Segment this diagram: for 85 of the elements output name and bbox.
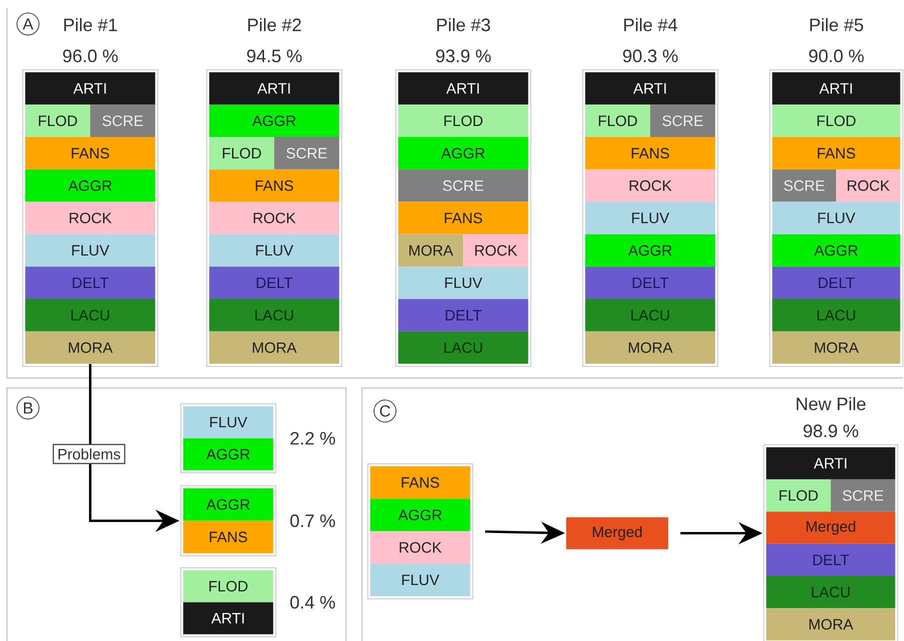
percentage-label: 0.7 % [290, 514, 336, 528]
edge-label: Problems [52, 444, 126, 464]
facies-cell: LACU [398, 331, 528, 364]
facies-cell: ARTI [183, 602, 274, 634]
facies-cell: FLOD [766, 479, 831, 512]
facies-cell: FANS [209, 169, 340, 202]
facies-cell: FLUV [370, 564, 470, 596]
facies-cell: FLUV [25, 234, 156, 267]
facies-cell: MORA [585, 331, 716, 364]
facies-cell: MORA [398, 234, 464, 267]
facies-cell: MORA [25, 331, 156, 364]
facies-cell: ROCK [836, 169, 900, 202]
cell-stack [180, 404, 276, 474]
facies-cell: SCRE [830, 479, 896, 512]
facies-cell: SCRE [772, 169, 836, 202]
pile-heading: Pile #4 90.3 % [623, 18, 678, 62]
facies-cell: AGGR [183, 488, 274, 521]
merged-box: Merged [566, 517, 668, 550]
facies-cell: ARTI [772, 72, 900, 105]
panel-letter: B [16, 396, 40, 420]
facies-cell: ROCK [25, 202, 156, 234]
facies-cell: FANS [772, 137, 900, 170]
facies-cell: DELT [209, 266, 340, 299]
facies-cell: SCRE [90, 104, 156, 137]
pile-heading: Pile #1 96.0 % [63, 18, 118, 62]
pile-heading: New Pile 98.9 % [796, 397, 866, 438]
facies-cell: LACU [25, 299, 156, 332]
panel-letter: C [374, 400, 396, 422]
facies-cell: SCRE [650, 104, 716, 137]
facies-cell: DELT [25, 266, 156, 299]
facies-cell: FLUV [183, 406, 274, 438]
facies-cell: DELT [398, 299, 528, 332]
facies-cell: DELT [766, 544, 896, 576]
facies-cell: SCRE [398, 169, 528, 202]
facies-cell: FLOD [183, 570, 274, 602]
facies-cell: MORA [766, 608, 896, 640]
facies-cell: FANS [370, 466, 470, 499]
facies-cell: FLOD [772, 104, 900, 137]
pile-heading: Pile #2 94.5 % [247, 18, 302, 62]
facies-cell: FANS [183, 520, 274, 554]
facies-cell: AGGR [209, 104, 340, 137]
facies-cell: LACU [772, 299, 900, 332]
cell-stack [368, 464, 474, 600]
facies-cell: AGGR [370, 498, 470, 532]
facies-cell: FLUV [772, 202, 900, 234]
facies-cell: FLOD [209, 137, 274, 170]
facies-cell: ROCK [463, 234, 528, 267]
facies-cell: LACU [585, 299, 716, 332]
facies-cell: FLOD [398, 104, 528, 137]
facies-cell: FLUV [209, 234, 340, 267]
facies-cell: FLOD [585, 104, 650, 137]
facies-cell: ARTI [398, 72, 528, 105]
panel-letter: A [16, 12, 40, 36]
facies-cell: ARTI [766, 447, 896, 480]
facies-cell: FANS [25, 137, 156, 170]
facies-cell: FLUV [398, 266, 528, 299]
facies-cell: AGGR [772, 234, 900, 267]
facies-cell: FLOD [25, 104, 90, 137]
facies-cell: ARTI [209, 72, 340, 105]
facies-cell: AGGR [398, 137, 528, 170]
facies-cell: DELT [772, 266, 900, 299]
facies-cell: SCRE [274, 137, 340, 170]
facies-cell: Merged [766, 512, 896, 544]
cell-stack [180, 568, 276, 638]
pile-heading: Pile #5 90.0 % [809, 18, 864, 62]
facies-cell: AGGR [25, 169, 156, 202]
facies-cell: LACU [766, 576, 896, 608]
facies-cell: ROCK [370, 531, 470, 564]
percentage-label: 0.4 % [290, 596, 336, 609]
facies-cell: MORA [209, 331, 340, 364]
facies-cell: ROCK [585, 169, 716, 202]
facies-cell: FANS [585, 137, 716, 170]
cell-stack [180, 486, 276, 556]
facies-cell: LACU [209, 299, 340, 332]
facies-cell: DELT [585, 266, 716, 299]
facies-cell: ROCK [209, 202, 340, 234]
facies-cell: AGGR [585, 234, 716, 267]
facies-cell: AGGR [183, 438, 274, 470]
facies-cell: FANS [398, 202, 528, 234]
facies-cell: FLUV [585, 202, 716, 234]
facies-cell: ARTI [25, 72, 156, 105]
facies-cell: MORA [772, 331, 900, 364]
pile-heading: Pile #3 93.9 % [436, 18, 491, 62]
facies-cell: ARTI [585, 72, 716, 105]
percentage-label: 2.2 % [290, 432, 336, 445]
